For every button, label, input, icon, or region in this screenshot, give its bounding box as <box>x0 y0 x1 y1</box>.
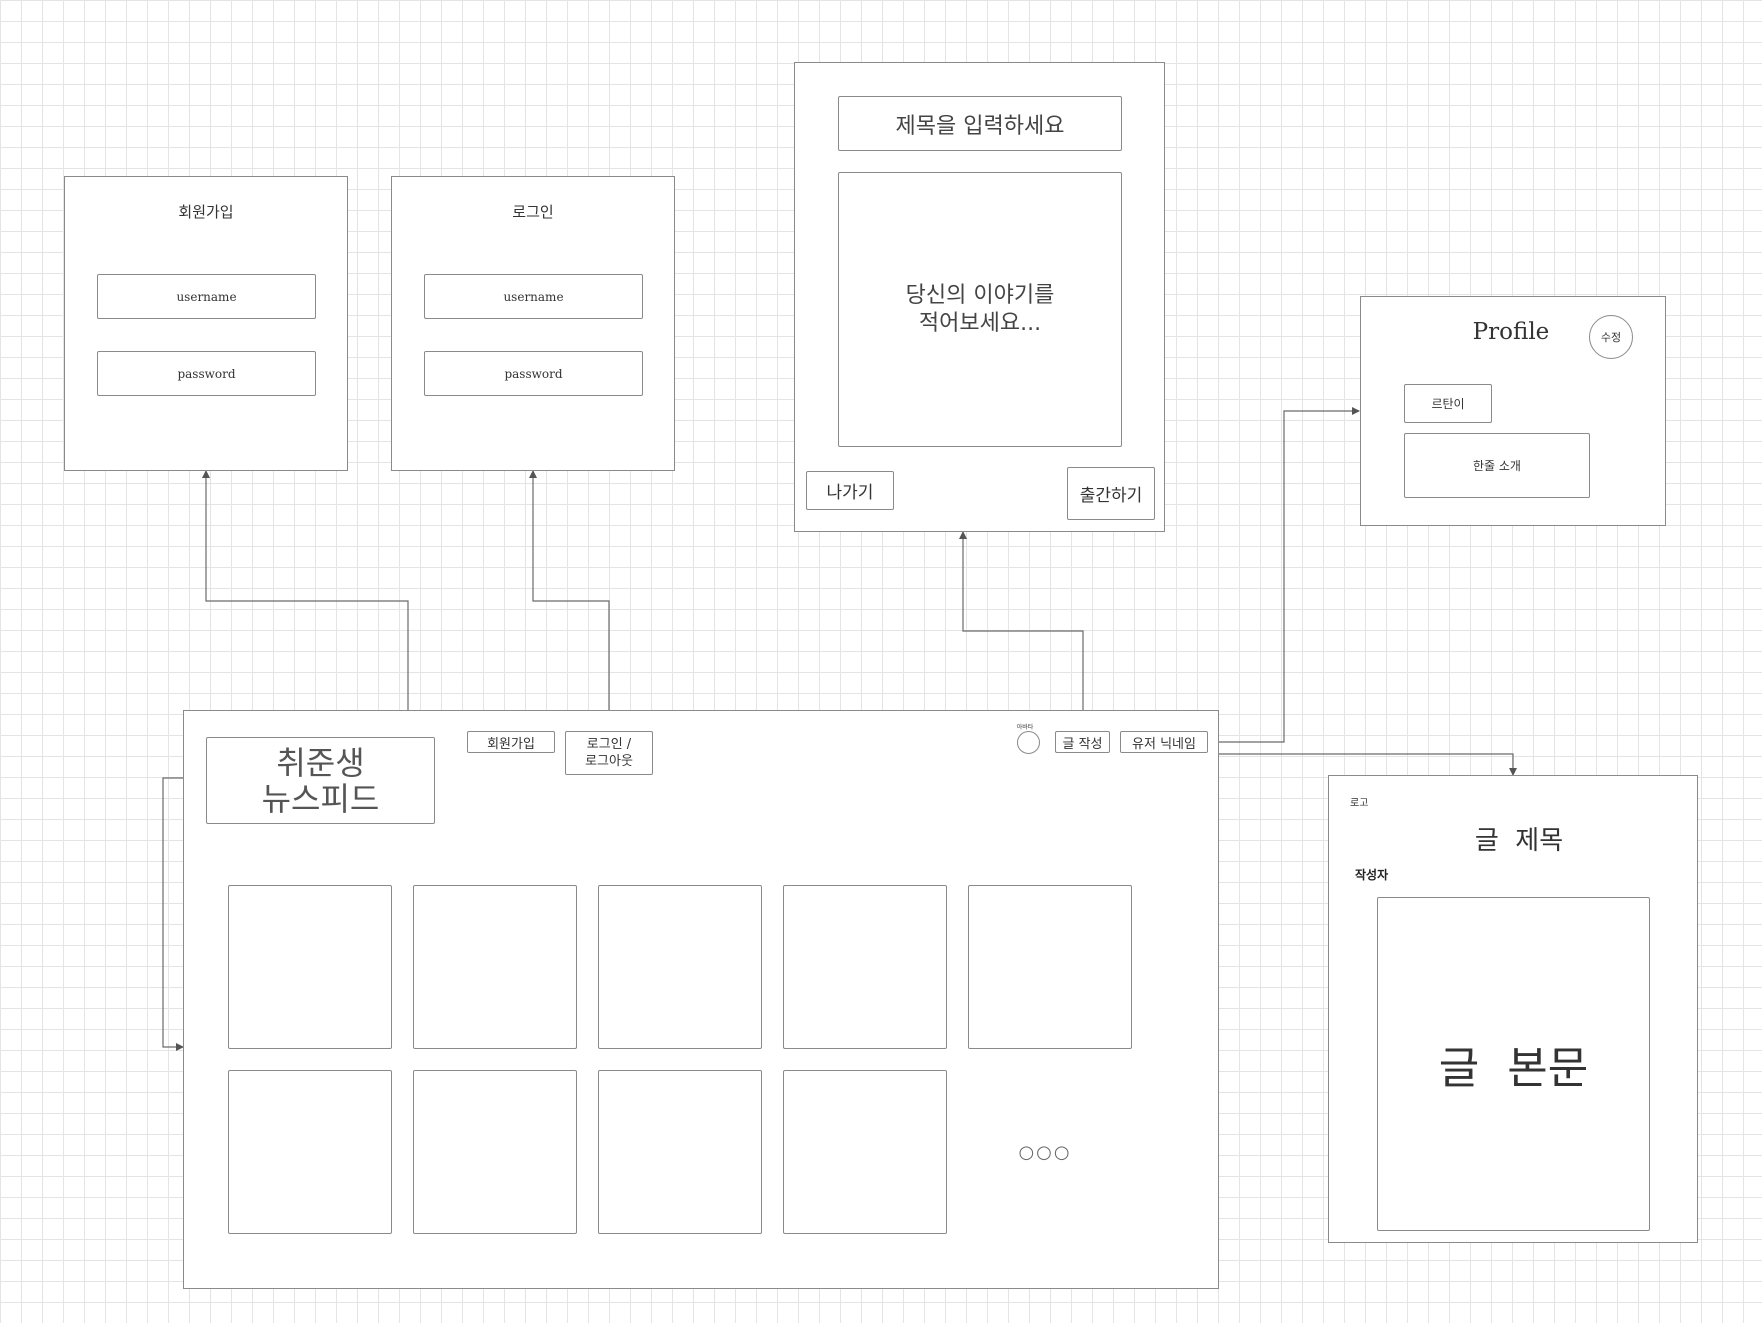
user-nickname-button[interactable]: 유저 닉네임 <box>1120 731 1208 753</box>
avatar-caption: 아바타 <box>1016 723 1034 731</box>
login-logout-line1: 로그인 / <box>586 737 632 752</box>
feed-logo-line2: 뉴스피드 <box>261 779 380 818</box>
username-field[interactable]: username <box>97 274 316 319</box>
profile-screen: Profile 수정 르탄이 한줄 소개 <box>1360 296 1666 526</box>
avatar-icon[interactable] <box>1017 731 1040 754</box>
post-logo[interactable]: 로고 <box>1350 798 1369 809</box>
login-logout-line2: 로그아웃 <box>585 754 633 769</box>
more-posts-indicator[interactable]: ○○○ <box>1018 1141 1072 1163</box>
publish-button[interactable]: 출간하기 <box>1067 467 1155 520</box>
profile-name-field[interactable]: 르탄이 <box>1404 384 1492 423</box>
signup-title: 회원가입 <box>178 202 234 221</box>
post-detail-screen: 로고 글 제목 작성자 글 본문 <box>1328 775 1698 1243</box>
post-card[interactable] <box>783 1070 947 1234</box>
password-field[interactable]: password <box>97 351 316 396</box>
arrow-write-to-editor <box>959 531 1084 730</box>
post-title: 글 제목 <box>1474 825 1564 856</box>
login-logout-button[interactable]: 로그인 / 로그아웃 <box>565 731 653 775</box>
post-card[interactable] <box>413 1070 577 1234</box>
profile-title: Profile <box>1472 319 1550 345</box>
exit-button[interactable]: 나가기 <box>806 471 894 510</box>
newsfeed-screen: 취준생 뉴스피드 회원가입 로그인 / 로그아웃 아바타 글 작성 유저 닉네임… <box>183 710 1219 1289</box>
arrow-nickname-to-profile <box>1209 407 1360 743</box>
feed-logo-line1: 취준생 <box>276 743 365 782</box>
post-body-placeholder-line2: 적어보세요... <box>918 310 1042 336</box>
arrow-signup-to-signup-form <box>202 470 512 730</box>
password-field[interactable]: password <box>424 351 643 396</box>
post-card[interactable] <box>228 1070 392 1234</box>
post-card[interactable] <box>598 1070 762 1234</box>
post-body-placeholder-line1: 당신의 이야기를 <box>905 282 1055 308</box>
post-author: 작성자 <box>1355 868 1389 882</box>
login-screen: 로그인 username password <box>391 176 675 471</box>
arrow-login-to-login-form <box>529 470 610 730</box>
post-card[interactable] <box>968 885 1132 1049</box>
feed-logo[interactable]: 취준생 뉴스피드 <box>206 737 435 824</box>
post-body-input[interactable]: 당신의 이야기를 적어보세요... <box>838 172 1122 447</box>
signup-button[interactable]: 회원가입 <box>467 731 555 753</box>
post-card[interactable] <box>228 885 392 1049</box>
post-card[interactable] <box>598 885 762 1049</box>
username-field[interactable]: username <box>424 274 643 319</box>
post-card[interactable] <box>783 885 947 1049</box>
arrow-nickname-to-post <box>1209 753 1517 776</box>
profile-bio-field[interactable]: 한줄 소개 <box>1404 433 1590 498</box>
signup-screen: 회원가입 username password <box>64 176 348 471</box>
login-title: 로그인 <box>512 202 554 221</box>
post-body: 글 본문 <box>1377 897 1650 1231</box>
editor-screen: 제목을 입력하세요 당신의 이야기를 적어보세요... 나가기 출간하기 <box>794 62 1165 532</box>
profile-edit-button[interactable]: 수정 <box>1589 315 1633 359</box>
post-title-input[interactable]: 제목을 입력하세요 <box>838 96 1122 151</box>
post-card[interactable] <box>413 885 577 1049</box>
write-post-button[interactable]: 글 작성 <box>1055 731 1110 753</box>
